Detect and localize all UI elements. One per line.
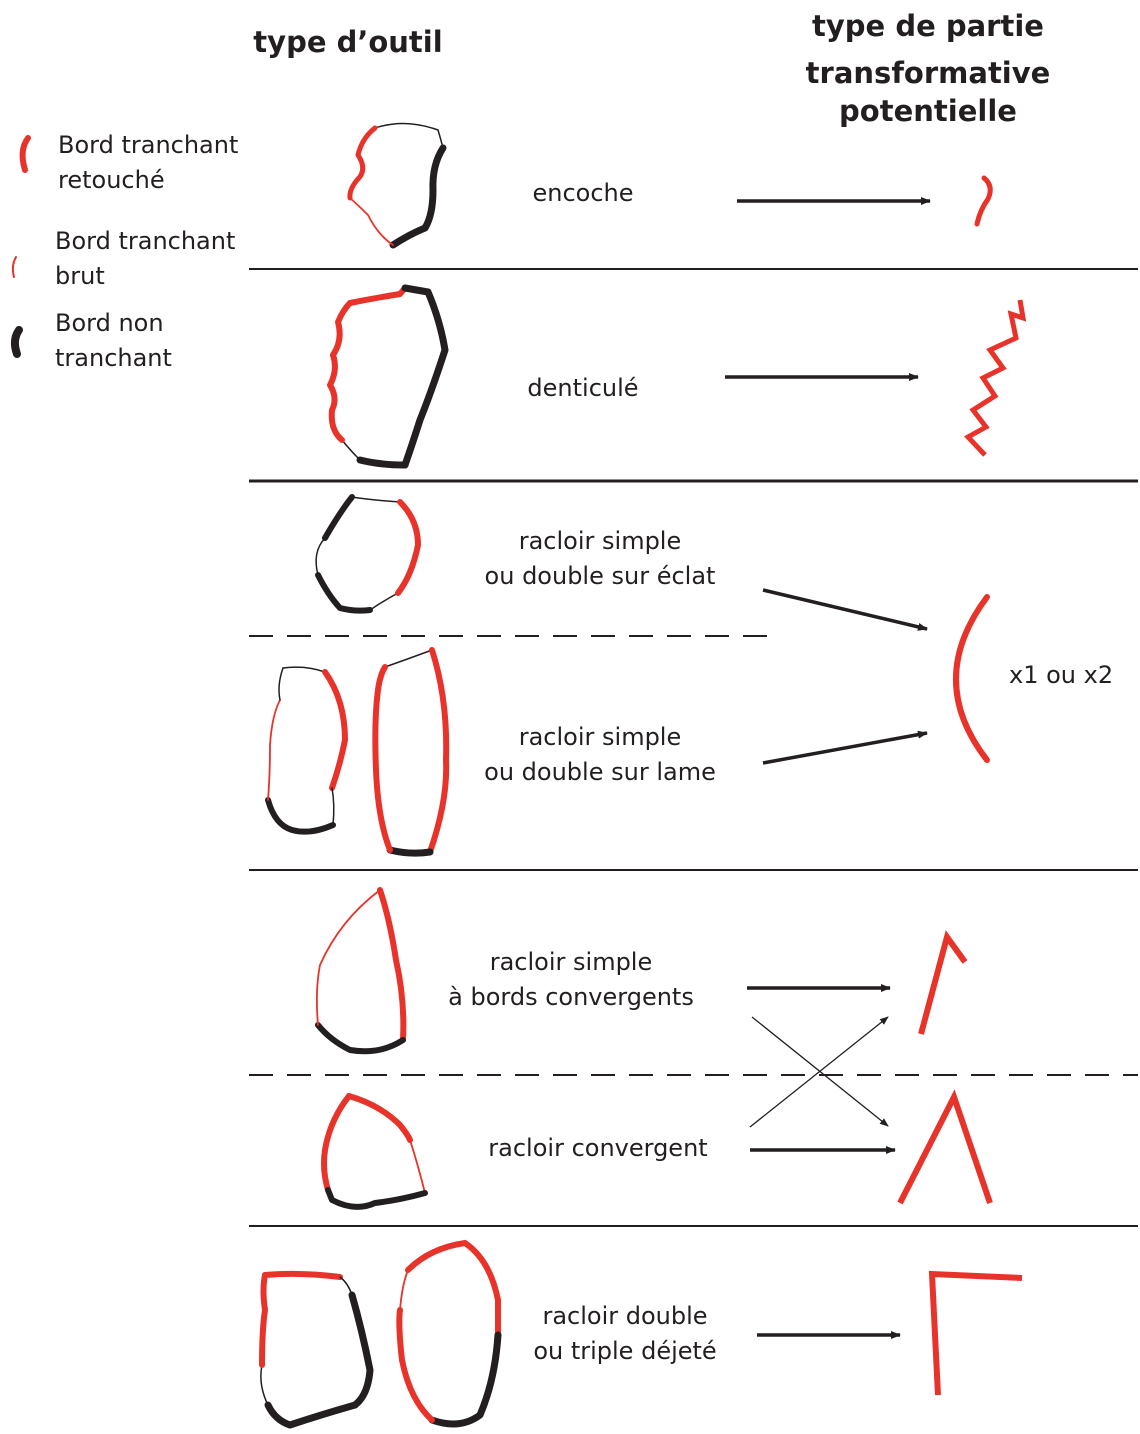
- result-notch-icon: [974, 175, 993, 227]
- tool-racloir-eclat-outline: [315, 494, 421, 614]
- legend-retouched-line1: Bord tranchant: [58, 131, 239, 159]
- label-denticule: denticulé: [527, 374, 639, 402]
- label-racloir-eclat: racloir simple ou double sur éclat: [455, 524, 745, 594]
- legend-raw-edge-icon: [11, 256, 17, 278]
- legend-non-cutting-line1: Bord non: [55, 309, 164, 337]
- tool-racloir-dejete-outline-2: [396, 1240, 502, 1428]
- label-racloir-bords-convergents: racloir simple à bords convergents: [426, 945, 716, 1015]
- header-transformative-part: type de partie transformative potentiell…: [716, 7, 1140, 130]
- result-angled-edges-icon: [928, 1270, 1023, 1396]
- label-bords-convergents-line2: à bords convergents: [448, 983, 694, 1011]
- tool-encoche-outline: [347, 122, 447, 249]
- header-transformative-line2: transformative potentielle: [805, 56, 1051, 128]
- label-racloir-dejete-line1: racloir double: [542, 1302, 708, 1330]
- arrow-convergent-to-single: [749, 1016, 889, 1128]
- legend-raw-line2: brut: [55, 262, 105, 290]
- label-racloir-dejete: racloir double ou triple déjeté: [490, 1299, 760, 1369]
- label-racloir-dejete-line2: ou triple déjeté: [533, 1337, 717, 1365]
- label-racloir-lame-line2: ou double sur lame: [484, 758, 716, 786]
- arrow-racloir-lame: [762, 730, 928, 765]
- tool-racloir-lame-outline-1: [265, 666, 348, 835]
- label-racloir-eclat-line1: racloir simple: [518, 527, 682, 555]
- legend-non-cutting-line2: tranchant: [55, 344, 172, 372]
- tool-denticule-outline: [327, 284, 449, 469]
- result-denticulate-icon: [963, 299, 1027, 457]
- multiplier-label: x1 ou x2: [1009, 661, 1114, 689]
- label-racloir-eclat-line2: ou double sur éclat: [484, 562, 716, 590]
- header-transformative-line1: type de partie: [812, 9, 1044, 43]
- header-tool-type: type d’outil: [253, 25, 443, 59]
- tool-racloir-convergent-outline: [321, 1093, 428, 1210]
- legend-retouched-edge-icon: [19, 135, 31, 173]
- result-convex-edge-icon: [953, 594, 990, 763]
- legend-retouched-edge-label: Bord tranchant retouché: [58, 128, 238, 198]
- label-racloir-convergent: racloir convergent: [488, 1134, 708, 1162]
- tool-racloir-bords-convergents-outline: [315, 887, 407, 1055]
- tool-racloir-lame-outline-2: [372, 647, 450, 857]
- legend-retouched-line2: retouché: [58, 166, 165, 194]
- legend-raw-edge-label: Bord tranchant brut: [55, 224, 235, 294]
- legend-non-cutting-edge-icon: [10, 326, 23, 358]
- label-encoche: encoche: [532, 179, 634, 207]
- legend-non-cutting-edge-label: Bord non tranchant: [55, 306, 172, 376]
- label-bords-convergents-line1: racloir simple: [489, 948, 653, 976]
- arrow-racloir-eclat: [762, 588, 928, 631]
- label-racloir-lame-line1: racloir simple: [518, 723, 682, 751]
- result-double-point-icon: [897, 1089, 993, 1205]
- legend-raw-line1: Bord tranchant: [55, 227, 236, 255]
- tool-racloir-dejete-outline-1: [259, 1270, 374, 1429]
- label-racloir-lame: racloir simple ou double sur lame: [455, 720, 745, 790]
- result-single-point-icon: [918, 930, 968, 1035]
